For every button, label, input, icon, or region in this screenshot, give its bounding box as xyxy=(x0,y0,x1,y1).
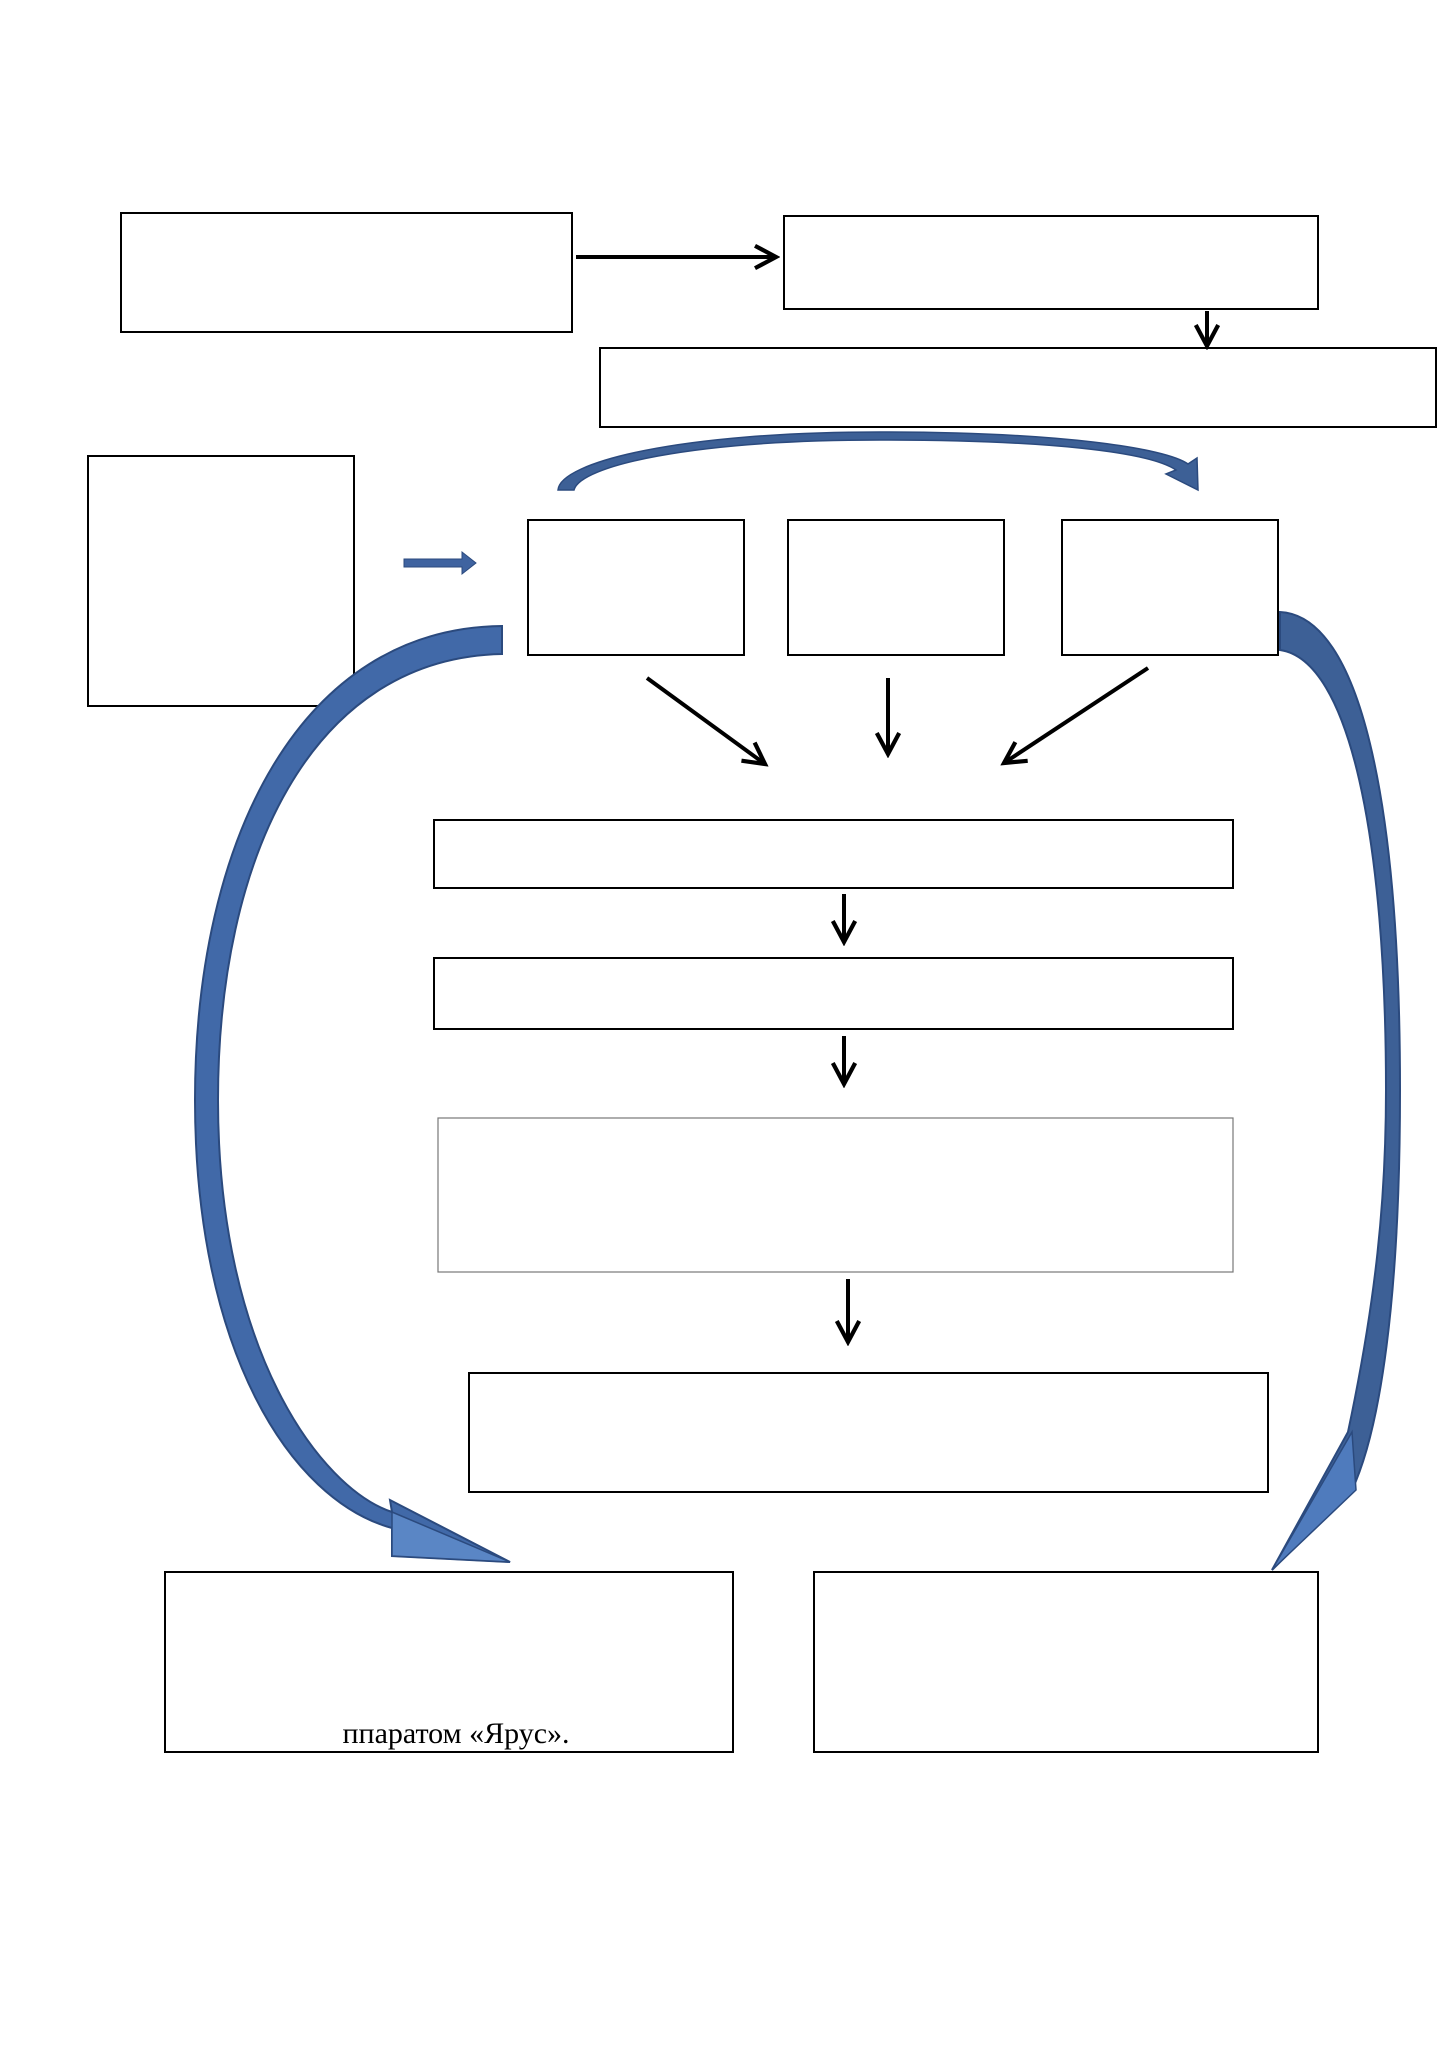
blue-curved-arrow-right xyxy=(1271,610,1402,1571)
arrow-diag-left xyxy=(645,676,765,764)
box-left-tall xyxy=(87,455,355,707)
box-middle-4 xyxy=(468,1372,1269,1493)
bottom-left-box-text: ппаратом «Ярус». xyxy=(342,1717,569,1750)
blue-curved-arrow-left xyxy=(193,624,511,1563)
box-middle-1 xyxy=(433,819,1234,889)
blue-curved-arrow-left-highlight xyxy=(391,1510,511,1563)
box-small-3 xyxy=(1061,519,1279,656)
box-small-1 xyxy=(527,519,745,656)
blue-arrow-small-right xyxy=(403,550,477,576)
box-top-left xyxy=(120,212,573,333)
box-bottom-left xyxy=(164,1571,734,1753)
box-middle-3 xyxy=(437,1117,1234,1273)
box-small-2 xyxy=(787,519,1005,656)
blue-curved-arrow-right-head xyxy=(1271,1429,1357,1571)
box-top-right xyxy=(783,215,1319,310)
box-middle-2 xyxy=(433,957,1234,1030)
blue-curved-arrow-top xyxy=(557,431,1199,492)
box-bottom-right xyxy=(813,1571,1319,1753)
arrow-diag-right xyxy=(1004,666,1150,763)
box-wide-top xyxy=(599,347,1437,428)
